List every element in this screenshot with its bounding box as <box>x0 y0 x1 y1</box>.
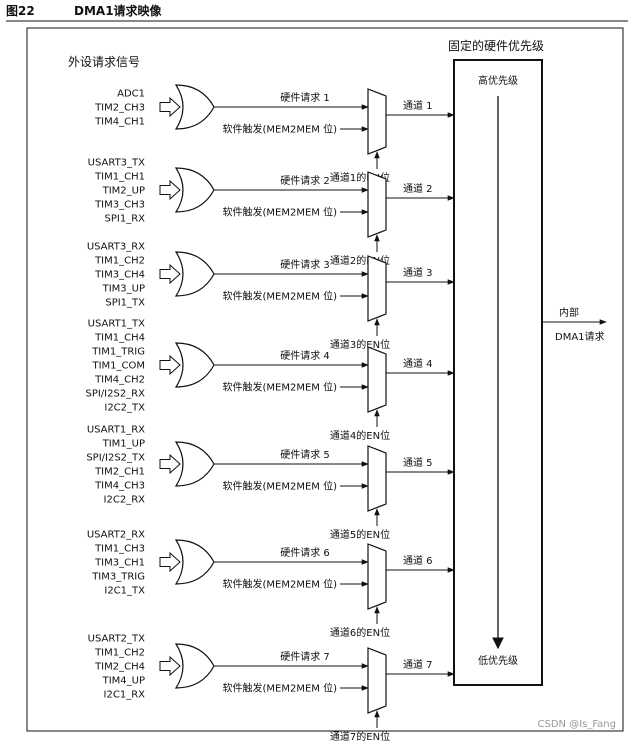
figure-title: DMA1请求映像 <box>74 3 163 18</box>
channel-7-mux <box>367 647 387 714</box>
channel-3-hw-request-label: 硬件请求 3 <box>280 258 330 271</box>
channel-7-signal: I2C1_RX <box>104 690 146 701</box>
channel-4-signal: SPI/I2S2_RX <box>85 389 145 400</box>
channel-5-input-arrow <box>159 453 181 475</box>
channel-6-enable-label: 通道6的EN位 <box>330 626 390 639</box>
channel-4-signal: TIM1_TRIG <box>91 347 145 358</box>
channel-5-signal: TIM2_CH1 <box>94 467 145 478</box>
channel-3-sw-trigger-label: 软件触发(MEM2MEM 位) <box>223 290 338 303</box>
channel-7-signal: TIM4_UP <box>102 676 145 687</box>
channel-7-signal: USART2_TX <box>88 634 145 645</box>
channel-5-mux <box>367 445 387 512</box>
channel-1-mux <box>367 88 387 155</box>
channel-2-hw-request-label: 硬件请求 2 <box>280 174 330 187</box>
output-label-line1: 内部 <box>559 306 579 319</box>
channel-4-sw-trigger-label: 软件触发(MEM2MEM 位) <box>223 381 338 394</box>
channel-1-or-gate <box>174 84 215 130</box>
channel-6-signal: TIM3_TRIG <box>91 572 145 583</box>
watermark: CSDN @Is_Fang <box>538 719 617 730</box>
channel-7-or-gate <box>174 643 215 689</box>
channel-4-mux <box>367 346 387 413</box>
channel-1-signal: ADC1 <box>117 89 145 100</box>
channel-4-input-arrow <box>159 354 181 376</box>
channel-3-enable-label: 通道3的EN位 <box>330 338 390 351</box>
channel-3-output-label: 通道 3 <box>403 266 433 279</box>
channel-4-output-label: 通道 4 <box>403 357 433 370</box>
channel-3-signal: USART3_RX <box>87 242 145 253</box>
channel-5-signal: SPI/I2S2_TX <box>86 453 145 464</box>
output-label-line2: DMA1请求 <box>555 330 605 343</box>
channel-7-hw-request-label: 硬件请求 7 <box>280 650 330 663</box>
channel-7-signal: TIM2_CH4 <box>94 662 145 673</box>
channel-1-signal: TIM2_CH3 <box>94 103 145 114</box>
channel-3-signal: TIM3_CH4 <box>94 270 145 281</box>
channel-1-output-label: 通道 1 <box>403 99 433 112</box>
channel-5-signal: TIM4_CH3 <box>94 481 145 492</box>
channel-4-signal: TIM1_CH4 <box>94 333 145 344</box>
channel-4-enable-label: 通道4的EN位 <box>330 429 390 442</box>
channel-5-output-label: 通道 5 <box>403 456 433 469</box>
channel-6-sw-trigger-label: 软件触发(MEM2MEM 位) <box>223 578 338 591</box>
outer-frame <box>26 27 624 732</box>
channel-6-or-gate <box>174 539 215 585</box>
channel-6-output-label: 通道 6 <box>403 554 433 567</box>
priority-title: 固定的硬件优先级 <box>448 38 544 53</box>
high-priority-label: 高优先级 <box>478 74 518 87</box>
channel-6-mux <box>367 543 387 610</box>
channel-7-output-label: 通道 7 <box>403 658 433 671</box>
channel-3-input-arrow <box>159 263 181 285</box>
channel-5-signal: I2C2_RX <box>104 495 146 506</box>
channel-3-signal: TIM3_UP <box>102 284 145 295</box>
channel-5-enable-label: 通道5的EN位 <box>330 528 390 541</box>
channel-4-signal: I2C2_TX <box>104 403 145 414</box>
channel-4-signal: USART1_TX <box>88 319 145 330</box>
channel-5-signal: USART1_RX <box>87 425 145 436</box>
channel-2-or-gate <box>174 167 215 213</box>
channel-2-signal: TIM1_CH1 <box>94 172 145 183</box>
channel-2-signal: TIM2_UP <box>102 186 145 197</box>
channel-2-mux <box>367 171 387 238</box>
channel-7-enable-label: 通道7的EN位 <box>330 730 390 741</box>
channel-1-signal: TIM4_CH1 <box>94 117 145 128</box>
channel-5-or-gate <box>174 441 215 487</box>
channel-7-sw-trigger-label: 软件触发(MEM2MEM 位) <box>223 682 338 695</box>
channel-1-hw-request-label: 硬件请求 1 <box>280 91 330 104</box>
channel-4-signal: TIM4_CH2 <box>94 375 145 386</box>
channel-2-signal: USART3_TX <box>88 158 145 169</box>
channel-3-signal: SPI1_TX <box>105 298 145 309</box>
channel-3-signal: TIM1_CH2 <box>94 256 145 267</box>
channel-6-signal: TIM1_CH3 <box>94 544 145 555</box>
channel-6-signal: I2C1_TX <box>104 586 145 597</box>
channel-4-or-gate <box>174 342 215 388</box>
channel-6-input-arrow <box>159 551 181 573</box>
channel-6-signal: TIM3_CH1 <box>94 558 145 569</box>
channel-2-signal: SPI1_RX <box>105 214 146 225</box>
channel-6-hw-request-label: 硬件请求 6 <box>280 546 330 559</box>
channel-2-input-arrow <box>159 179 181 201</box>
channel-3-or-gate <box>174 251 215 297</box>
channel-5-sw-trigger-label: 软件触发(MEM2MEM 位) <box>223 480 338 493</box>
channel-1-input-arrow <box>159 96 181 118</box>
channel-4-hw-request-label: 硬件请求 4 <box>280 349 330 362</box>
channel-4-signal: TIM1_COM <box>91 361 145 372</box>
channel-7-input-arrow <box>159 655 181 677</box>
channel-2-output-label: 通道 2 <box>403 182 433 195</box>
channel-7-signal: TIM1_CH2 <box>94 648 145 659</box>
channel-5-signal: TIM1_UP <box>102 439 145 450</box>
low-priority-label: 低优先级 <box>478 654 518 667</box>
peripheral-signals-title: 外设请求信号 <box>68 55 140 69</box>
figure-number: 图22 <box>6 4 35 18</box>
channel-2-signal: TIM3_CH3 <box>94 200 145 211</box>
channel-6-signal: USART2_RX <box>87 530 145 541</box>
channel-2-sw-trigger-label: 软件触发(MEM2MEM 位) <box>223 206 338 219</box>
channel-3-mux <box>367 255 387 322</box>
channel-5-hw-request-label: 硬件请求 5 <box>280 448 330 461</box>
channel-1-sw-trigger-label: 软件触发(MEM2MEM 位) <box>223 123 338 136</box>
